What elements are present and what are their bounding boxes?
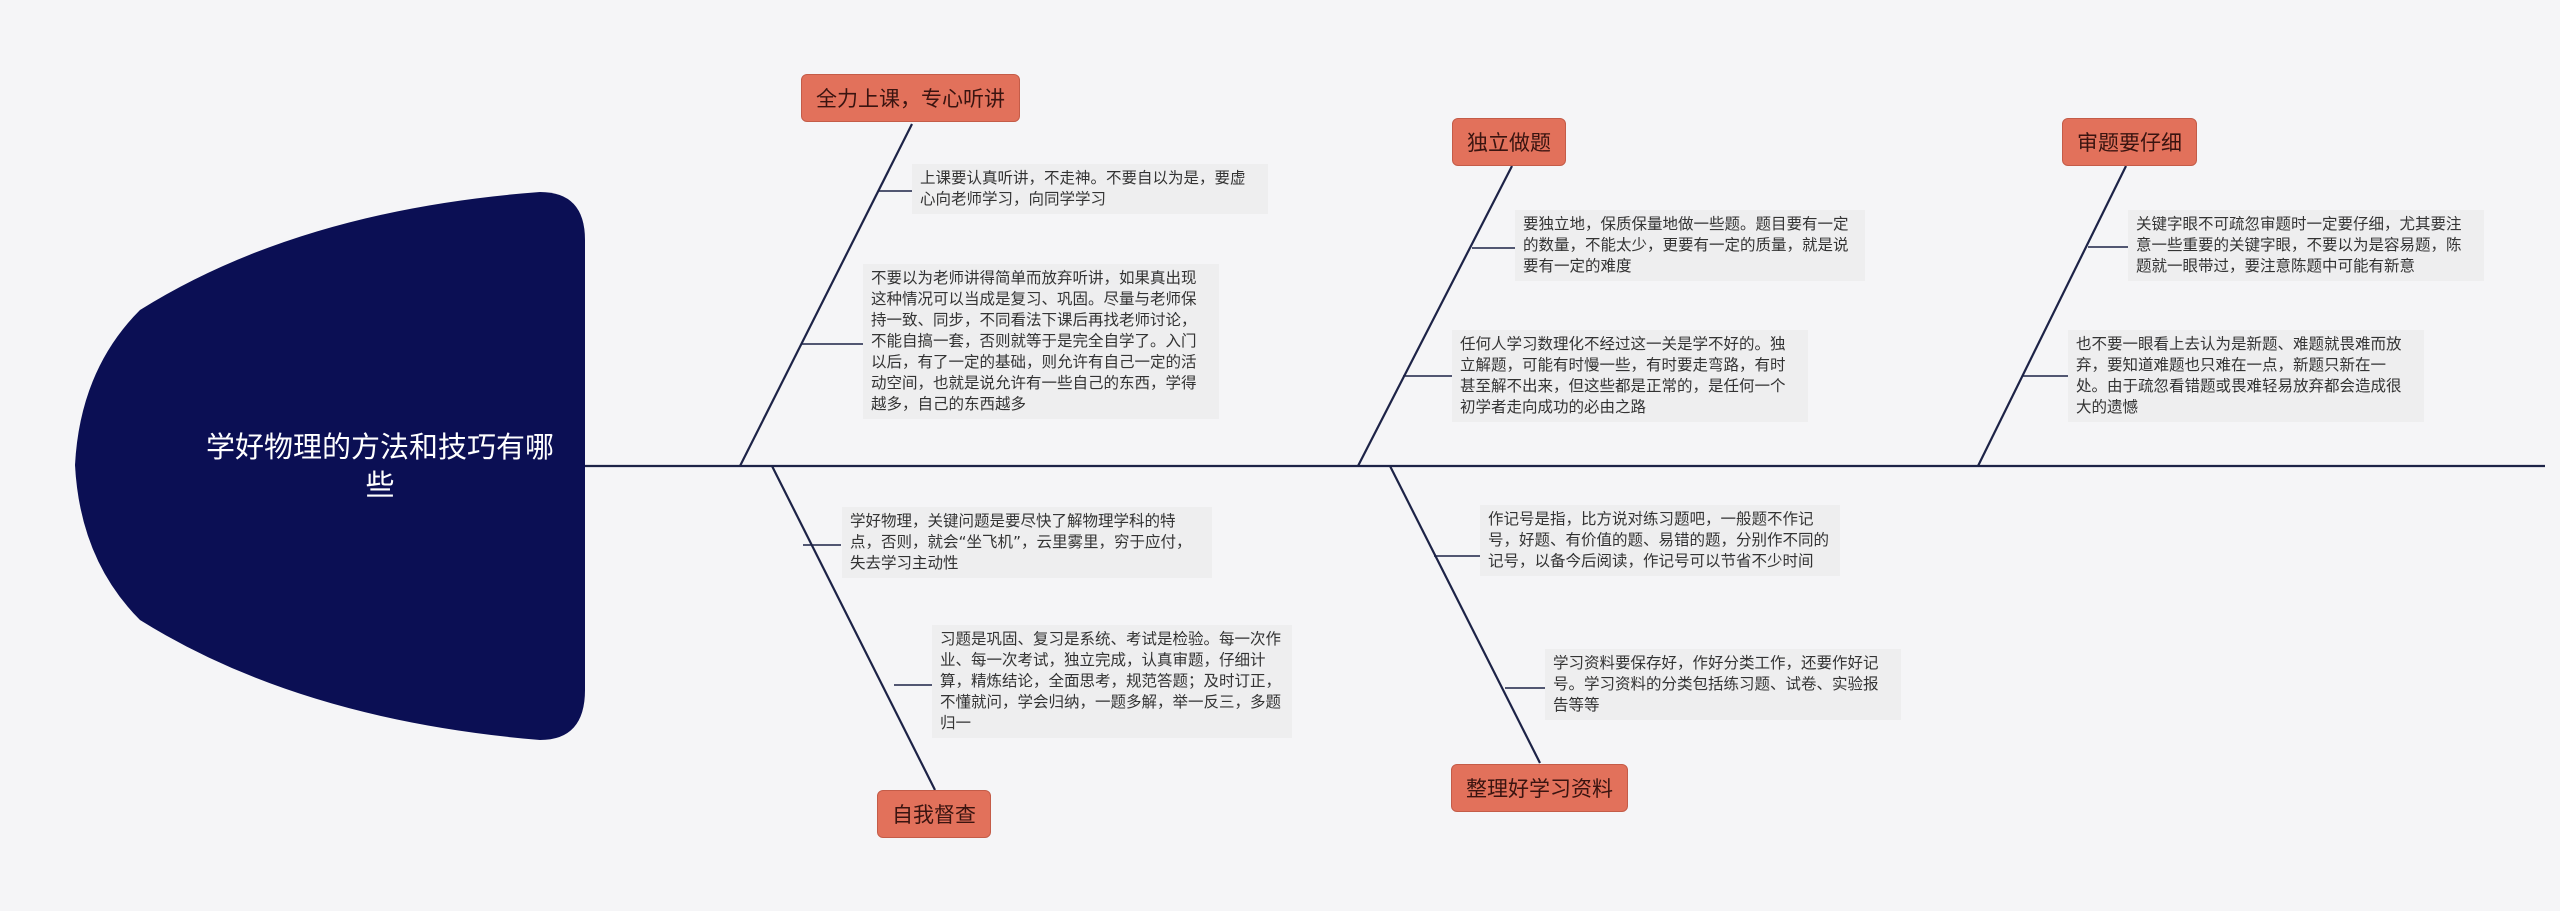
note-attend-class-1: 上课要认真听讲，不走神。不要自以为是，要虚心向老师学习，向同学学习 [912,164,1268,214]
topic-read-carefully[interactable]: 审题要仔细 [2062,118,2197,166]
note-independent-practice-1: 要独立地，保质保量地做一些题。题目要有一定的数量，不能太少，更要有一定的质量，就… [1515,210,1865,281]
topic-self-check[interactable]: 自我督查 [877,790,991,838]
bone-4 [1389,465,1541,764]
note-organize-materials-1: 作记号是指，比方说对练习题吧，一般题不作记号，好题、有价值的题、易错的题，分别作… [1480,505,1840,576]
note-read-carefully-2: 也不要一眼看上去认为是新题、难题就畏难而放弃，要知道难题也只难在一点，新题只新在… [2068,330,2424,422]
note-read-carefully-1: 关键字眼不可疏忽审题时一定要仔细，尤其要注意一些重要的关键字眼，不要以为是容易题… [2128,210,2484,281]
bone-3 [1357,165,1513,467]
diagram-title: 学好物理的方法和技巧有哪些 [205,430,554,502]
bone-5 [1977,165,2127,467]
topic-independent-practice[interactable]: 独立做题 [1452,118,1566,166]
note-attend-class-2: 不要以为老师讲得简单而放弃听讲，如果真出现这种情况可以当成是复习、巩固。尽量与老… [863,264,1219,419]
note-organize-materials-2: 学习资料要保存好，作好分类工作，还要作好记号。学习资料的分类包括练习题、试卷、实… [1545,649,1901,720]
note-self-check-1: 学好物理，关键问题是要尽快了解物理学科的特点，否则，就会“坐飞机”，云里雾里，穷… [842,507,1212,578]
fish-head-shape [75,192,585,740]
note-independent-practice-2: 任何人学习数理化不经过这一关是学不好的。独立解题，可能有时慢一些，有时要走弯路，… [1452,330,1808,422]
topic-organize-materials[interactable]: 整理好学习资料 [1451,764,1628,812]
bone-2 [771,465,936,791]
topic-attend-class[interactable]: 全力上课，专心听讲 [801,74,1020,122]
bone-1 [739,123,913,467]
note-self-check-2: 习题是巩固、复习是系统、考试是检验。每一次作业、每一次考试，独立完成，认真审题，… [932,625,1292,738]
